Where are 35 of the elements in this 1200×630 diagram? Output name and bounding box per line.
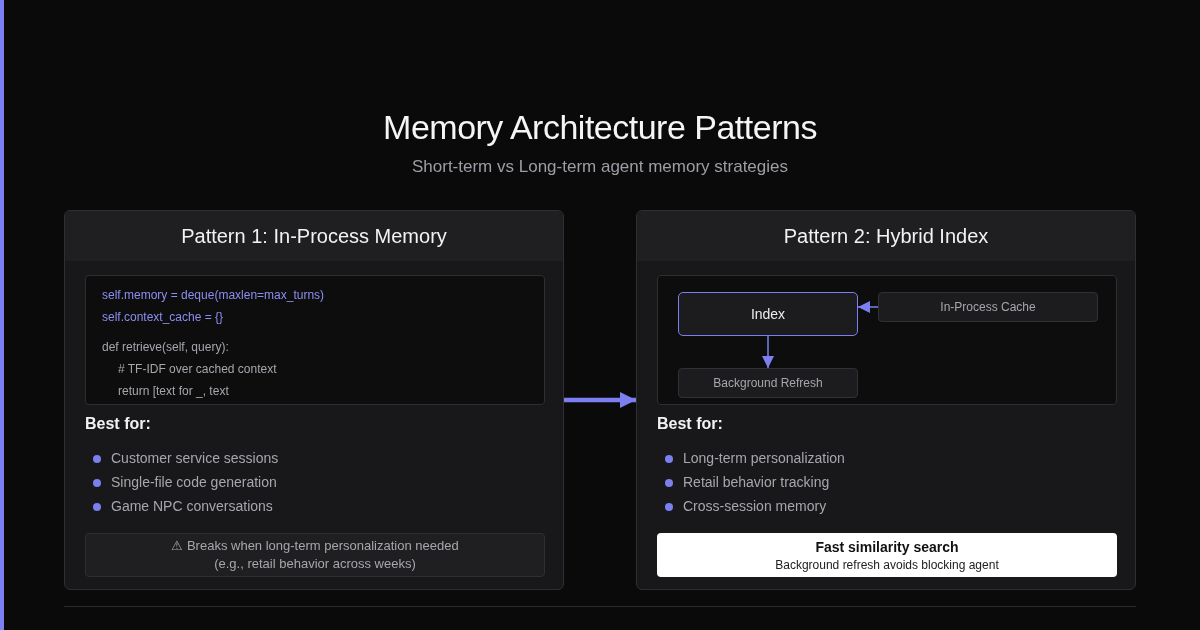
bullet-text: Long-term personalization (683, 450, 845, 466)
bullet-text: Customer service sessions (111, 450, 279, 466)
arrow (564, 392, 636, 408)
info-note (657, 533, 1117, 577)
diagram-panel (657, 275, 1117, 405)
node-label: Background Refresh (713, 376, 823, 390)
process-box (878, 292, 1098, 322)
node-label: Index (750, 306, 786, 322)
card-title: Pattern 1: In-Process Memory (181, 224, 447, 248)
warning-note (85, 533, 545, 577)
code-line: return [text for _, text (118, 384, 229, 398)
title: Memory Architecture Patterns (382, 108, 818, 148)
code-line: def retrieve(self, query): (102, 340, 229, 354)
warning-text: ⚠ Breaks when long-term personalization needed (e.g., retail behavior across weeks) (170, 537, 460, 573)
code-line: self.context_cache = {} (102, 310, 224, 324)
bullet-text: Single-file code generation (111, 474, 277, 490)
note-text: Background refresh avoids blocking agent (775, 557, 999, 572)
section-heading: Best for: (657, 415, 723, 433)
arrow (857, 301, 879, 313)
node-label: In-Process Cache (940, 300, 1036, 314)
pattern-card (64, 210, 564, 590)
note-title: Fast similarity search (815, 538, 959, 555)
bullet-text: Cross-session memory (683, 498, 827, 514)
bullet-text: Retail behavior tracking (683, 474, 830, 490)
code-line: # TF-IDF over cached context (118, 362, 277, 376)
pattern-card (636, 210, 1136, 590)
code-line: self.memory = deque(maxlen=max_turns) (102, 288, 325, 302)
bullet-text: Game NPC conversations (111, 498, 273, 514)
card-title: Pattern 2: Hybrid Index (783, 224, 989, 248)
process-box (678, 368, 858, 398)
section-heading: Best for: (85, 415, 151, 433)
subtitle: Short-term vs Long-term agent memory strategies (411, 157, 789, 178)
arrow (762, 335, 774, 369)
code-block (85, 275, 545, 405)
index-box (678, 292, 858, 336)
